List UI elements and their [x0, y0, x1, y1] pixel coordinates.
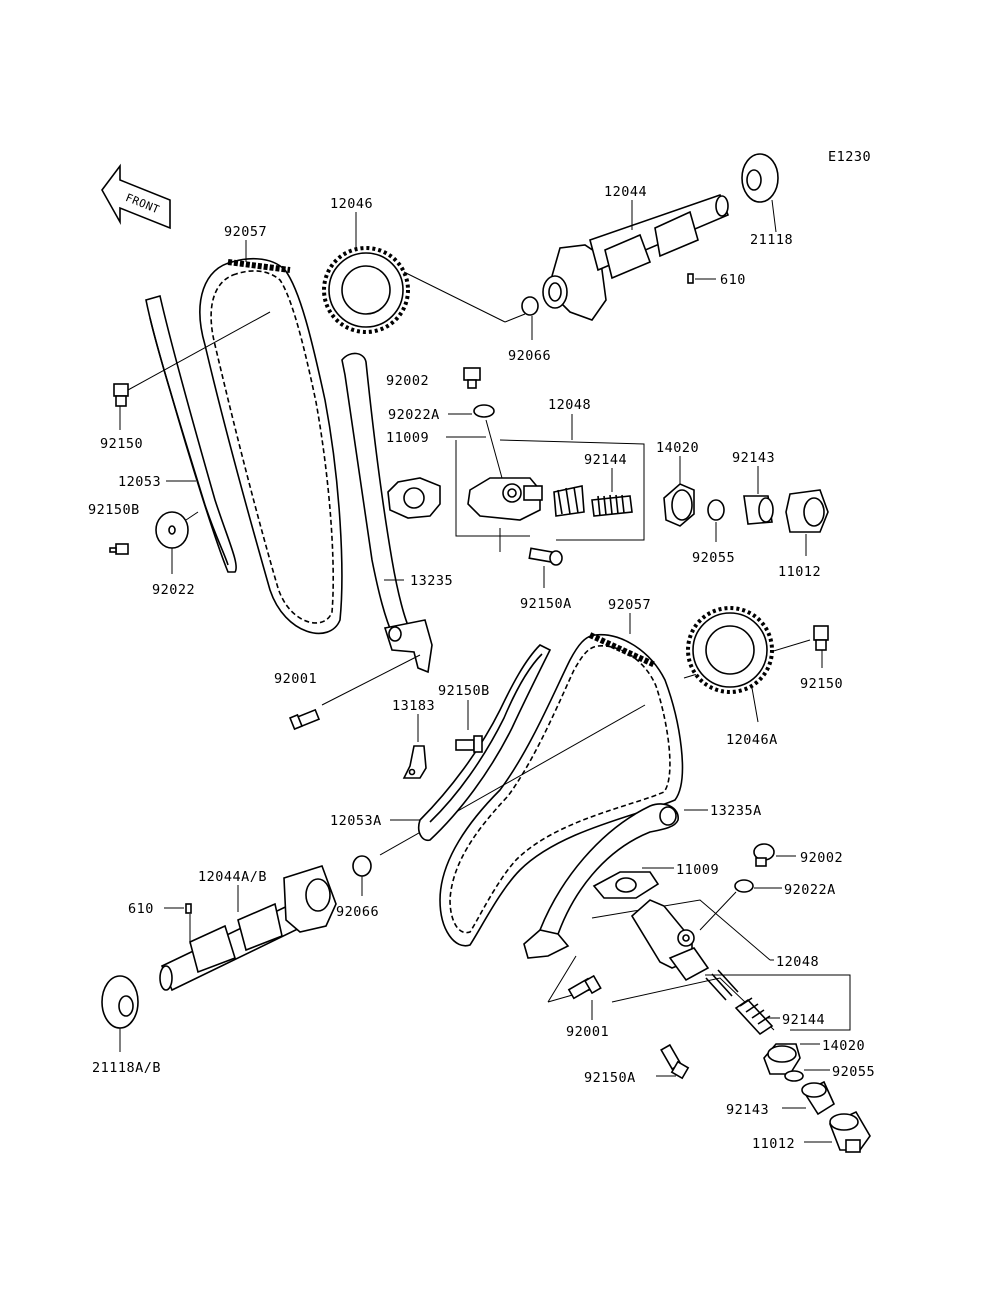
sensor-rotor-21118AB: [101, 975, 139, 1029]
camshaft-12044: [542, 193, 730, 321]
label-92150A-top: 92150A: [520, 596, 572, 612]
bolt-92002-top: [463, 367, 481, 389]
bracket-13183: [402, 745, 427, 779]
label-92022A-top: 92022A: [388, 407, 440, 423]
chain-guide-12053A: [417, 644, 552, 842]
label-610-bottom: 610: [128, 901, 154, 917]
washer-92022: [155, 511, 189, 549]
washer-92022A-top: [473, 404, 495, 418]
label-92150B-mid: 92150B: [438, 683, 490, 699]
tensioner-body-12048-top: [467, 477, 543, 521]
bolt-92150-right: [813, 625, 829, 651]
label-92001-bottom: 92001: [566, 1024, 609, 1040]
bolt-92150A-bottom: [660, 1043, 690, 1080]
dowel-pin-92066-bottom: [352, 855, 372, 877]
label-92022A-bottom: 92022A: [784, 882, 836, 898]
label-92055-top: 92055: [692, 550, 735, 566]
collar-92143-top: [743, 495, 774, 525]
tensioner-body-12048-bottom: [630, 899, 710, 982]
label-12044: 12044: [604, 184, 647, 200]
label-11009-top: 11009: [386, 430, 429, 446]
bolt-92150-left: [113, 383, 129, 407]
label-92002-top: 92002: [386, 373, 429, 389]
label-92143-top: 92143: [732, 450, 775, 466]
label-92002-bottom: 92002: [800, 850, 843, 866]
spring-92144-bottom: [734, 997, 774, 1036]
label-92066-top: 92066: [508, 348, 551, 364]
gasket-11009-bottom: [592, 871, 660, 899]
label-21118: 21118: [750, 232, 793, 248]
bolt-92150B-left: [109, 543, 129, 555]
sprocket-12046A: [686, 606, 774, 694]
chain-guide-13235A: [523, 803, 679, 959]
spring-rod-bottom: [705, 969, 739, 1001]
label-12048-top: 12048: [548, 397, 591, 413]
label-92057-bottom: 92057: [608, 597, 651, 613]
label-12053: 12053: [118, 474, 161, 490]
label-12044AB: 12044A/B: [198, 869, 267, 885]
o-ring-92055-top: [707, 499, 725, 521]
label-92143-bottom: 92143: [726, 1102, 769, 1118]
chain-92057-bottom: [439, 632, 684, 947]
label-14020-top: 14020: [656, 440, 699, 456]
bolt-92001-top: [289, 708, 321, 731]
label-92144-bottom: 92144: [782, 1012, 825, 1028]
chain-guide-12053: [145, 294, 237, 573]
label-11012-bottom: 11012: [752, 1136, 795, 1152]
spring-92144-top: [591, 494, 633, 517]
label-92150-left: 92150: [100, 436, 143, 452]
collar-92143-bottom: [801, 1080, 836, 1116]
front-arrow-icon: FRONT: [101, 163, 171, 230]
label-13235A: 13235A: [710, 803, 762, 819]
bolt-92001-bottom: [567, 974, 602, 1000]
label-92150A-bottom: 92150A: [584, 1070, 636, 1086]
diagram-code: E1230: [828, 149, 871, 165]
sprocket-12046: [322, 246, 410, 334]
label-610-top: 610: [720, 272, 746, 288]
label-92057-top: 92057: [224, 224, 267, 240]
cap-11012-bottom: [828, 1110, 871, 1153]
label-92022: 92022: [152, 582, 195, 598]
label-14020-bottom: 14020: [822, 1038, 865, 1054]
label-11012-top: 11012: [778, 564, 821, 580]
label-92001-top: 92001: [274, 671, 317, 687]
label-13183: 13183: [392, 698, 435, 714]
label-92055-bottom: 92055: [832, 1064, 875, 1080]
label-13235: 13235: [410, 573, 453, 589]
cap-11012-top: [785, 489, 829, 533]
label-12053A: 12053A: [330, 813, 382, 829]
label-12046: 12046: [330, 196, 373, 212]
washer-92022A-bottom: [734, 879, 754, 893]
label-92150-right: 92150: [800, 676, 843, 692]
label-92150B-left: 92150B: [88, 502, 140, 518]
chain-guide-13235: [341, 352, 433, 674]
label-92144-top: 92144: [584, 452, 627, 468]
nut-14020-top: [663, 483, 695, 527]
bolt-92150B-mid: [455, 735, 483, 753]
label-21118AB: 21118A/B: [92, 1060, 161, 1076]
label-92066-bottom: 92066: [336, 904, 379, 920]
camshaft-12044AB: [159, 865, 337, 992]
label-12048-bottom: 12048: [776, 954, 819, 970]
bolt-92002-bottom: [753, 843, 775, 867]
gasket-11009-top: [387, 477, 441, 519]
pin-610-bottom: [185, 903, 192, 914]
bolt-92150A-top: [528, 547, 563, 566]
nut-14020-bottom: [763, 1043, 801, 1075]
sensor-rotor-21118: [741, 153, 779, 203]
label-12046A: 12046A: [726, 732, 778, 748]
dowel-pin-92066-top: [521, 296, 539, 316]
o-ring-92055-bottom: [784, 1070, 804, 1082]
label-11009-bottom: 11009: [676, 862, 719, 878]
chain-92057-top: [199, 258, 343, 635]
